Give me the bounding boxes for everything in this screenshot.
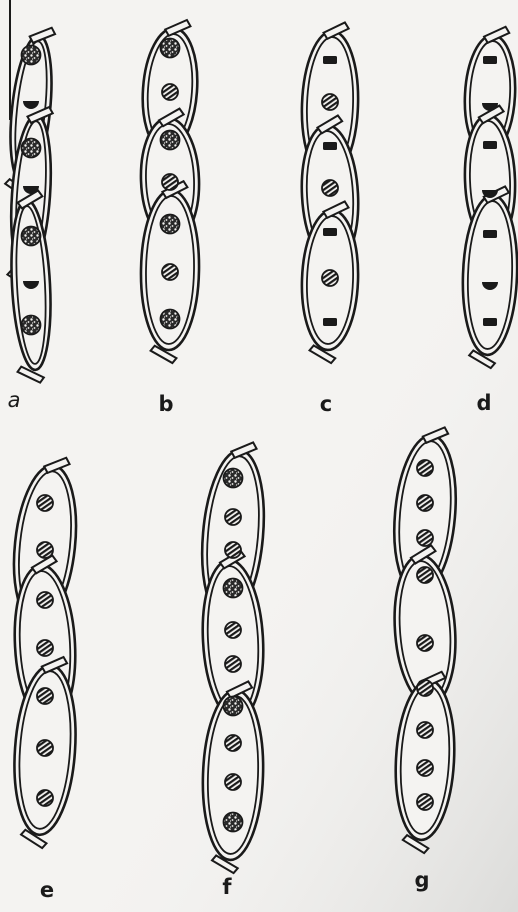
striped-spore-icon	[37, 592, 53, 608]
speckled-spore-icon	[22, 46, 41, 65]
striped-spore-icon	[162, 174, 178, 190]
speckled-spore-icon	[22, 227, 41, 246]
striped-spore-icon	[37, 688, 53, 704]
striped-spore-icon	[417, 495, 433, 511]
bar-spore-icon	[483, 230, 497, 238]
striped-spore-icon	[417, 530, 433, 546]
speckled-spore-icon	[161, 39, 180, 58]
speckled-spore-icon	[224, 469, 243, 488]
striped-spore-icon	[417, 460, 433, 476]
striped-spore-icon	[225, 735, 241, 751]
panel-label-g: g	[407, 868, 437, 892]
striped-spore-icon	[417, 680, 433, 696]
panel-label-c: c	[311, 392, 341, 416]
panel-label-f: f	[212, 875, 242, 899]
striped-spore-icon	[225, 774, 241, 790]
bar-spore-icon	[483, 318, 497, 326]
ascus-chain-b	[138, 17, 202, 363]
striped-spore-icon	[225, 509, 241, 525]
striped-spore-icon	[225, 622, 241, 638]
bar-spore-icon	[323, 142, 337, 150]
striped-spore-icon	[322, 94, 338, 110]
striped-spore-icon	[37, 495, 53, 511]
ascus-chain-c	[298, 21, 362, 364]
striped-spore-icon	[417, 635, 433, 651]
speckled-spore-icon	[22, 139, 41, 158]
striped-spore-icon	[417, 794, 433, 810]
striped-spore-icon	[162, 84, 178, 100]
panel-label-a: a	[0, 388, 29, 412]
striped-spore-icon	[417, 722, 433, 738]
ascus-chain-d	[460, 25, 518, 369]
striped-spore-icon	[162, 264, 178, 280]
bar-spore-icon	[323, 318, 337, 326]
speckled-spore-icon	[224, 813, 243, 832]
panel-label-e: e	[32, 878, 62, 902]
panel-label-b: b	[151, 392, 181, 416]
striped-spore-icon	[322, 270, 338, 286]
speckled-spore-icon	[161, 131, 180, 150]
striped-spore-icon	[37, 740, 53, 756]
bar-spore-icon	[483, 141, 497, 149]
striped-spore-icon	[37, 542, 53, 558]
speckled-spore-icon	[22, 316, 41, 335]
bar-spore-icon	[323, 56, 337, 64]
striped-spore-icon	[417, 760, 433, 776]
striped-spore-icon	[225, 542, 241, 558]
striped-spore-icon	[322, 180, 338, 196]
speckled-spore-icon	[161, 215, 180, 234]
striped-spore-icon	[37, 640, 53, 656]
bar-spore-icon	[323, 228, 337, 236]
speckled-spore-icon	[224, 579, 243, 598]
panel-label-d: d	[469, 391, 499, 415]
ascus-chain-f	[195, 439, 272, 874]
striped-spore-icon	[37, 790, 53, 806]
ascus-chain-g	[387, 424, 463, 855]
striped-spore-icon	[225, 656, 241, 672]
bar-spore-icon	[483, 56, 497, 64]
speckled-spore-icon	[161, 310, 180, 329]
striped-spore-icon	[417, 567, 433, 583]
speckled-spore-icon	[224, 697, 243, 716]
